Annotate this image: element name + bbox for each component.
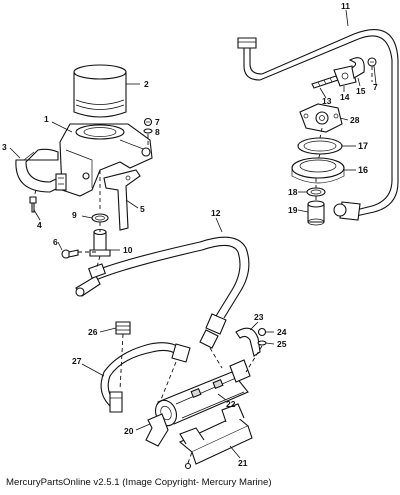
- callout-12: 12: [211, 208, 221, 218]
- callout-19: 19: [288, 205, 298, 215]
- callout-3: 3: [2, 142, 7, 152]
- callout-20: 20: [124, 426, 134, 436]
- hose-11: [237, 29, 399, 221]
- callout-13: 13: [322, 96, 332, 106]
- callout-27: 27: [72, 356, 82, 366]
- adapter-16: [291, 157, 345, 184]
- fitting-26: [115, 321, 131, 335]
- oil-filter: [73, 64, 127, 118]
- o-ring-9: [91, 213, 109, 223]
- screw-7-left: [143, 117, 153, 127]
- screw-6: [61, 249, 79, 259]
- clip-15: [348, 57, 365, 79]
- callout-21: 21: [238, 458, 248, 468]
- washer-8: [143, 128, 153, 134]
- copyright-footer: MercuryPartsOnline v2.5.1 (Image Copyrig…: [6, 477, 272, 488]
- screw-24: [257, 327, 267, 337]
- screw-21: [184, 462, 192, 470]
- support-bracket: [103, 169, 141, 231]
- clamp-band: [15, 148, 67, 193]
- callout-8: 8: [155, 127, 160, 137]
- screw-7-right: [367, 57, 377, 67]
- callout-7-left: 7: [155, 117, 160, 127]
- washer-25: [257, 340, 267, 346]
- callout-9: 9: [72, 210, 77, 220]
- callout-26: 26: [88, 327, 98, 337]
- callout-17: 17: [358, 141, 368, 151]
- callout-5: 5: [140, 204, 145, 214]
- bracket-21: [178, 403, 253, 465]
- callout-22: 22: [226, 399, 236, 409]
- callout-1: 1: [44, 114, 49, 124]
- callout-2: 2: [144, 79, 149, 89]
- callout-15: 15: [356, 86, 366, 96]
- callout-14: 14: [340, 92, 350, 102]
- callout-7-right: 7: [373, 82, 378, 92]
- stud-13: [311, 75, 339, 89]
- elbow-20: [145, 413, 169, 447]
- callout-24: 24: [277, 327, 287, 337]
- oil-cooler-22: [154, 359, 251, 427]
- hose-12: [75, 236, 250, 349]
- screw-4: [29, 196, 37, 213]
- clamp-23: [235, 327, 261, 357]
- o-ring-18: [306, 187, 326, 197]
- callout-16: 16: [358, 165, 368, 175]
- callout-28: 28: [350, 115, 360, 125]
- callout-23: 23: [254, 312, 264, 322]
- filter-bracket: [59, 123, 153, 197]
- callout-18: 18: [288, 187, 298, 197]
- clip-14: [333, 65, 357, 87]
- callout-11: 11: [341, 1, 350, 11]
- gasket-17: [297, 137, 343, 155]
- callout-10: 10: [123, 245, 133, 255]
- fitting-19: [307, 200, 325, 226]
- callout-6: 6: [53, 237, 58, 247]
- sender-28: [299, 103, 343, 133]
- callout-4: 4: [37, 220, 42, 230]
- hose-27: [100, 342, 191, 413]
- callout-25: 25: [277, 339, 287, 349]
